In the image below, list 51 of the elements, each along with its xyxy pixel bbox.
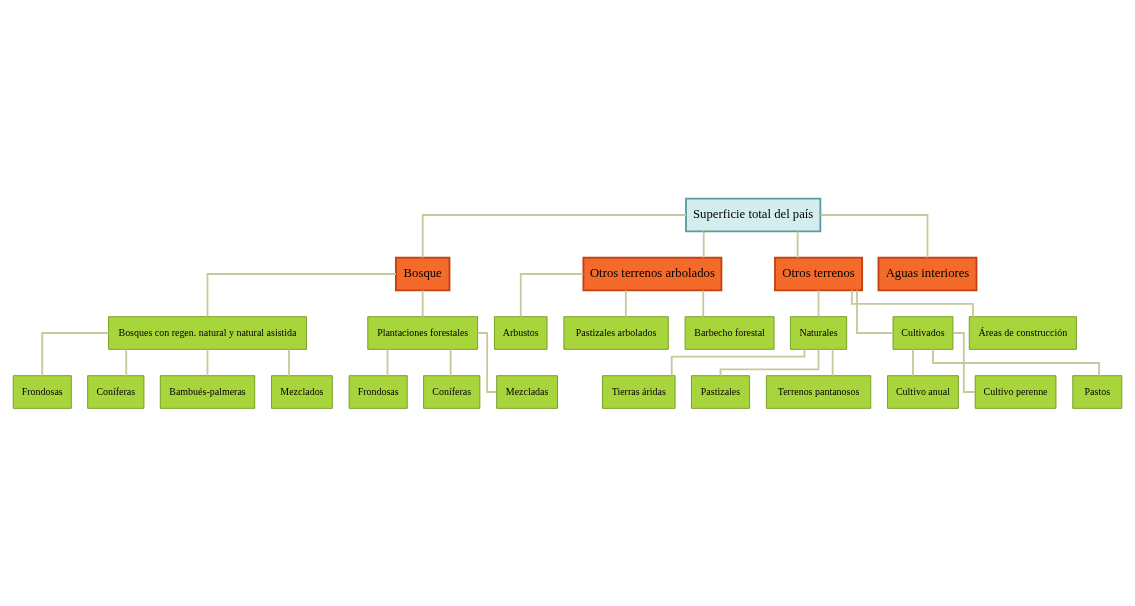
node-box: Naturales xyxy=(789,315,848,350)
connector xyxy=(719,348,820,376)
node-box: Bosques con regen. natural y natural asistida xyxy=(108,315,307,350)
node-box: Coníferas xyxy=(423,374,481,409)
connector xyxy=(850,288,974,317)
node-box: Bambués-palmeras xyxy=(159,374,256,409)
connector xyxy=(856,289,894,334)
node-box: Pastizales arbolados xyxy=(563,315,669,350)
connector xyxy=(831,348,834,377)
connector xyxy=(819,213,929,258)
node-box: Otros terrenos xyxy=(774,256,864,291)
node-box: Coníferas xyxy=(87,374,145,409)
node-box: Frondosas xyxy=(12,374,72,409)
connector xyxy=(386,348,389,377)
connector xyxy=(624,289,627,318)
node-box: Cultivados xyxy=(892,315,954,350)
connector xyxy=(476,331,498,393)
node-box: Áreas de construcción xyxy=(968,315,1077,350)
node-box: Pastizales xyxy=(691,374,750,409)
connector xyxy=(519,272,584,317)
node-box: Bosque xyxy=(395,256,451,291)
connector xyxy=(125,348,128,377)
node-box: Superficie total del país xyxy=(685,197,822,232)
node-box: Mezcladas xyxy=(496,374,558,409)
connector xyxy=(206,348,209,377)
connector xyxy=(817,289,820,318)
connector xyxy=(952,331,976,393)
node-box: Frondosas xyxy=(348,374,408,409)
node-box: Barbecho forestal xyxy=(684,315,775,350)
connector xyxy=(796,230,799,259)
connector xyxy=(670,348,806,376)
node-box: Arbustos xyxy=(493,315,548,350)
connector xyxy=(912,348,914,377)
connector xyxy=(421,213,687,258)
connector xyxy=(702,289,705,318)
connector xyxy=(206,272,397,317)
connector xyxy=(932,347,1100,376)
connector xyxy=(702,230,705,259)
node-box: Tierras áridas xyxy=(602,374,676,409)
node-box: Plantaciones forestales xyxy=(367,315,479,350)
node-box: Otros terrenos arbolados xyxy=(582,256,723,291)
node-box: Pastos xyxy=(1072,374,1123,409)
node-box: Mezclados xyxy=(271,374,333,409)
node-box: Terrenos pantanosos xyxy=(765,374,872,409)
connector xyxy=(421,289,424,318)
node-box: Cultivo anual xyxy=(887,374,959,409)
node-box: Cultivo perenne xyxy=(974,374,1057,409)
connector xyxy=(288,348,290,377)
connector xyxy=(449,348,452,377)
connector xyxy=(41,331,110,376)
node-box: Aguas interiores xyxy=(877,256,978,291)
